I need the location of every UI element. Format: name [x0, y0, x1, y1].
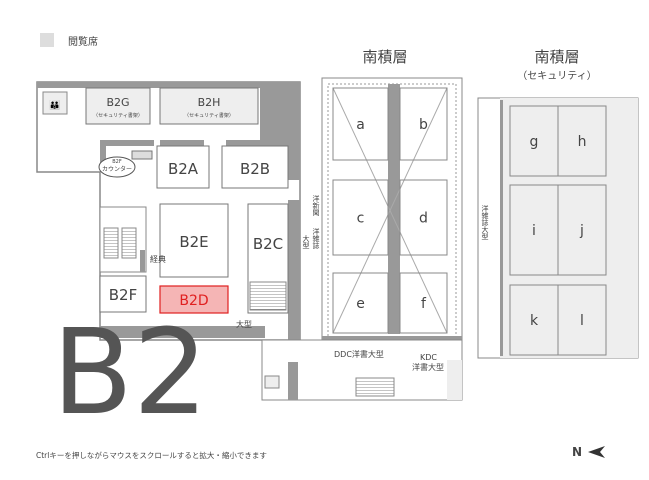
- label-ddc: DDC洋書大型: [334, 349, 384, 359]
- svg-text:B2E: B2E: [179, 233, 208, 251]
- counter: B2F カウンター: [98, 150, 153, 178]
- stack-k[interactable]: k: [509, 284, 559, 356]
- svg-text:B2C: B2C: [253, 235, 283, 253]
- svg-text:N: N: [572, 445, 582, 459]
- north-arrow-icon: [588, 446, 605, 458]
- elevator-icon: [42, 91, 68, 115]
- svg-text:B2A: B2A: [168, 160, 199, 178]
- svg-text:j: j: [579, 223, 584, 239]
- svg-text:（セキュリティ書架）: （セキュリティ書架）: [93, 112, 143, 119]
- svg-text:👪: 👪: [49, 99, 60, 111]
- stack-a[interactable]: a: [332, 87, 389, 161]
- stack-j[interactable]: j: [557, 184, 607, 276]
- svg-text:B2B: B2B: [240, 160, 270, 178]
- stairs-west: [99, 206, 147, 273]
- svg-text:（セキュリティ書架）: （セキュリティ書架）: [184, 112, 234, 119]
- zoom-hint: Ctrlキーを押しながらマウスをスクロールすると拡大・縮小できます: [36, 450, 267, 460]
- stack-f[interactable]: f: [399, 272, 448, 334]
- stack-c[interactable]: c: [332, 179, 389, 256]
- svg-text:B2F: B2F: [112, 159, 122, 165]
- stack-e[interactable]: e: [332, 272, 389, 334]
- floor-label: B2: [52, 303, 208, 441]
- legend-label: 閲覧席: [68, 35, 98, 48]
- svg-text:f: f: [421, 296, 427, 312]
- svg-text:h: h: [578, 134, 587, 150]
- label-oogata-2: 大型: [302, 234, 310, 249]
- room-b2d[interactable]: B2D: [159, 285, 229, 314]
- label-western-magazines: 洋雑誌: [312, 227, 320, 249]
- room-b2c[interactable]: B2C: [247, 203, 289, 314]
- svg-text:b: b: [419, 117, 428, 133]
- room-b2h[interactable]: B2H （セキュリティ書架）: [159, 87, 259, 125]
- room-b2e[interactable]: B2E: [159, 203, 229, 278]
- room-b2f[interactable]: B2F: [99, 275, 147, 313]
- security-stacks-subtitle: （セキュリティ）: [517, 70, 596, 82]
- stack-g[interactable]: g: [509, 105, 559, 177]
- svg-text:B2F: B2F: [109, 286, 137, 304]
- svg-text:i: i: [532, 223, 536, 239]
- svg-text:カウンター: カウンター: [102, 165, 132, 173]
- svg-text:e: e: [356, 296, 365, 312]
- stack-h[interactable]: h: [557, 105, 607, 177]
- room-b2g[interactable]: B2G （セキュリティ書架）: [85, 87, 151, 125]
- label-kdc: KDC: [420, 353, 437, 362]
- legend-swatch: [40, 33, 54, 47]
- label-western-newspapers: 洋新聞: [312, 194, 320, 217]
- room-b2b[interactable]: B2B: [221, 145, 289, 189]
- svg-text:d: d: [419, 211, 428, 227]
- south-stacks: [321, 77, 463, 347]
- svg-text:g: g: [530, 134, 539, 150]
- svg-text:B2H: B2H: [198, 96, 221, 109]
- compass: N: [572, 445, 605, 459]
- label-kdc-2: 洋書大型: [412, 362, 444, 372]
- label-keiten: 経典: [150, 254, 166, 264]
- stack-b[interactable]: b: [399, 87, 448, 161]
- svg-text:c: c: [357, 211, 365, 227]
- svg-text:a: a: [356, 117, 365, 133]
- stack-l[interactable]: l: [557, 284, 607, 356]
- label-western-magazines-large: 洋雑誌大型: [481, 204, 489, 240]
- label-oogata: 大型: [236, 319, 252, 329]
- svg-text:l: l: [580, 313, 584, 329]
- south-stacks-title: 南積層: [362, 48, 407, 66]
- stack-d[interactable]: d: [399, 179, 448, 256]
- svg-text:B2G: B2G: [106, 96, 129, 109]
- svg-text:B2D: B2D: [179, 293, 208, 309]
- security-stacks-title: 南積層: [534, 48, 579, 66]
- svg-text:k: k: [530, 313, 539, 329]
- stack-i[interactable]: i: [509, 184, 559, 276]
- room-b2a[interactable]: B2A: [156, 145, 210, 189]
- south-annex: [261, 339, 463, 401]
